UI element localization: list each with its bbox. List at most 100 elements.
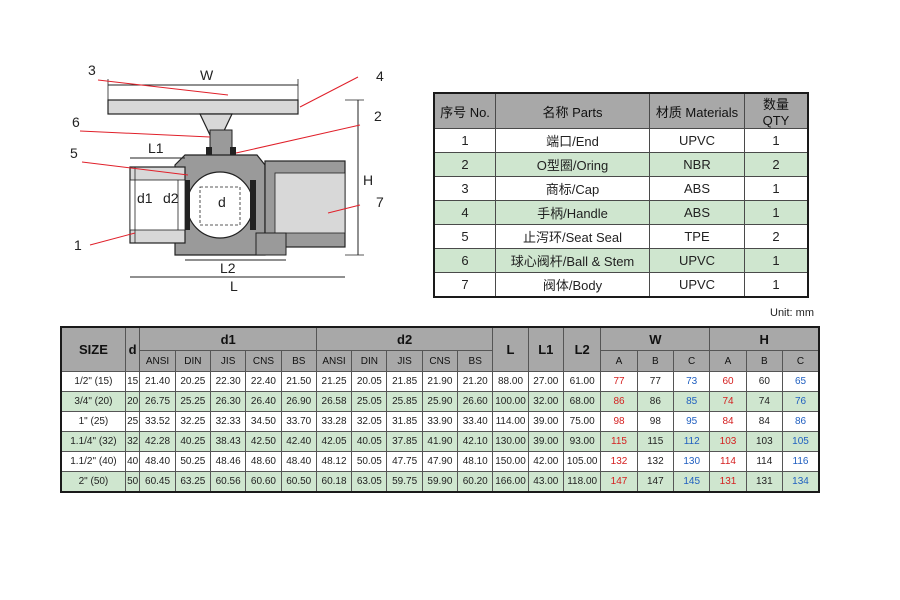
size-header-d1: d1: [139, 326, 317, 351]
d1-std-jis: JIS: [209, 350, 247, 372]
cell-d2: 21.20: [457, 371, 494, 392]
cell-d2: 37.85: [386, 431, 423, 452]
cell-w: 147: [600, 471, 638, 493]
cell-size: 1/2" (15): [60, 371, 126, 392]
cell-l1: 39.00: [527, 411, 564, 432]
cell-d1: 50.25: [174, 451, 212, 472]
cell-d1: 48.40: [139, 451, 176, 472]
ball-valve-drawing: W H L L2 L1 d1 d2 d 3 4 6 2 5 7 1: [70, 62, 384, 294]
dim-l: L: [230, 278, 238, 294]
cell-d1: 60.56: [209, 471, 247, 493]
cell-d1: 22.40: [245, 371, 282, 392]
cell-w: 86: [636, 391, 675, 412]
cell-h: 105: [782, 431, 820, 452]
seat-seal-left: [184, 180, 190, 230]
d2-std-bs: BS: [457, 350, 494, 372]
stem-oring-right: [230, 147, 236, 159]
cell-d1: 20.25: [174, 371, 212, 392]
parts-header-material: 材质 Materials: [649, 92, 745, 129]
dim-w: W: [200, 67, 214, 83]
cell-h: 131: [745, 471, 784, 493]
cell-d: 32: [124, 431, 141, 452]
cell-l1: 39.00: [527, 431, 564, 452]
w-sub-a: A: [600, 350, 638, 372]
cell-l1: 32.00: [527, 391, 564, 412]
part-name: 阀体/Body: [495, 272, 650, 298]
cell-size: 2" (50): [60, 471, 126, 493]
cell-d2: 47.75: [386, 451, 423, 472]
cell-l: 114.00: [492, 411, 529, 432]
cell-d1: 22.30: [209, 371, 247, 392]
cell-h: 103: [745, 431, 784, 452]
cell-d2: 21.85: [386, 371, 423, 392]
callout-2: 2: [374, 108, 382, 124]
cell-d2: 33.28: [315, 411, 353, 432]
cell-h: 114: [709, 451, 747, 472]
cell-d2: 21.90: [421, 371, 459, 392]
cell-l2: 93.00: [562, 431, 602, 452]
part-no: 4: [433, 200, 496, 225]
cell-size: 1" (25): [60, 411, 126, 432]
cell-d: 20: [124, 391, 141, 412]
cell-d2: 26.60: [457, 391, 494, 412]
callout-4: 4: [376, 68, 384, 84]
size-header-l2: L2: [562, 326, 602, 372]
size-header-w: W: [600, 326, 711, 351]
dim-h: H: [363, 172, 373, 188]
part-name: 端口/End: [495, 128, 650, 153]
part-name: 止泻环/Seat Seal: [495, 224, 650, 249]
d2-std-jis: JIS: [386, 350, 423, 372]
cell-l: 150.00: [492, 451, 529, 472]
part-material: UPVC: [649, 248, 745, 273]
cell-w: 115: [636, 431, 675, 452]
cell-l2: 105.00: [562, 451, 602, 472]
part-qty: 1: [744, 272, 809, 298]
cell-size: 1.1/4" (32): [60, 431, 126, 452]
d2-std-din: DIN: [351, 350, 388, 372]
cell-w: 98: [600, 411, 638, 432]
cell-h: 134: [782, 471, 820, 493]
cell-d2: 20.05: [351, 371, 388, 392]
cell-l2: 118.00: [562, 471, 602, 493]
cell-h: 116: [782, 451, 820, 472]
size-table: SIZE d d1 d2 L L1 L2 W H ANSI DIN JIS CN…: [60, 326, 820, 493]
cell-d2: 33.40: [457, 411, 494, 432]
d1-std-din: DIN: [174, 350, 212, 372]
size-header-row-2: ANSI DIN JIS CNS BS ANSI DIN JIS CNS BS …: [61, 350, 820, 372]
part-material: TPE: [649, 224, 745, 249]
size-header-d: d: [124, 326, 141, 372]
d2-std-cns: CNS: [421, 350, 459, 372]
cell-d1: 48.60: [245, 451, 282, 472]
cell-size: 1.1/2" (40): [60, 451, 126, 472]
cell-w: 98: [636, 411, 675, 432]
cell-d1: 40.25: [174, 431, 212, 452]
cell-w: 77: [600, 371, 638, 392]
cell-d1: 42.50: [245, 431, 282, 452]
cell-w: 145: [672, 471, 711, 493]
part-no: 7: [433, 272, 496, 298]
cell-l: 88.00: [492, 371, 529, 392]
cell-d2: 25.90: [421, 391, 459, 412]
size-header-l1: L1: [527, 326, 564, 372]
dim-d: d: [218, 194, 226, 210]
d1-std-bs: BS: [280, 350, 317, 372]
part-qty: 1: [744, 248, 809, 273]
cell-h: 74: [709, 391, 747, 412]
handle-bar: [107, 99, 299, 115]
cell-d2: 42.05: [315, 431, 353, 452]
cell-d: 40: [124, 451, 141, 472]
cell-d1: 33.52: [139, 411, 176, 432]
cell-h: 103: [709, 431, 747, 452]
cell-h: 131: [709, 471, 747, 493]
cell-h: 84: [709, 411, 747, 432]
